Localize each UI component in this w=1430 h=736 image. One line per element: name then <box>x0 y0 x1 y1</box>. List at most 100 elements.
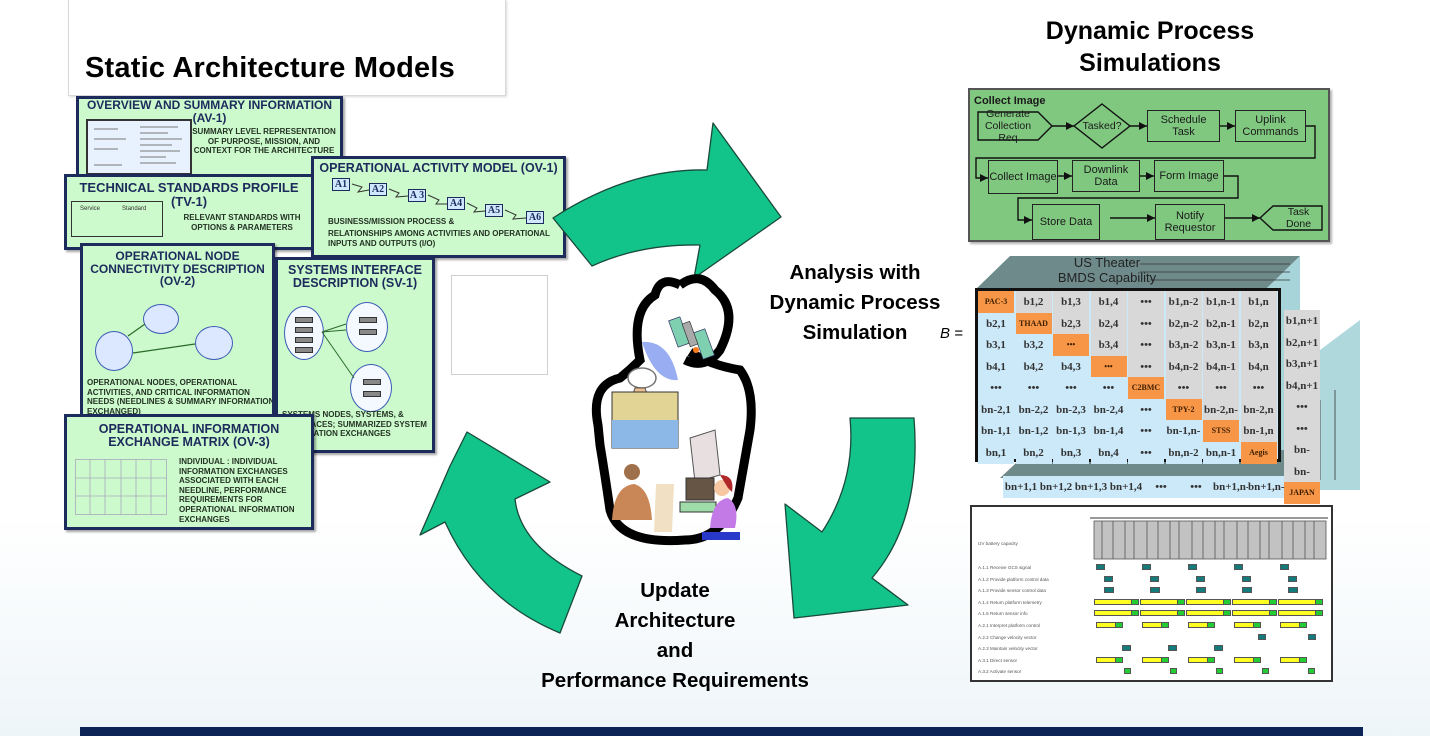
gantt-bar <box>1131 610 1139 617</box>
panel-ov3: OPERATIONAL INFORMATION EXCHANGE MATRIX … <box>64 414 314 530</box>
matrix-cell: b2,3 <box>1053 312 1089 335</box>
gantt-bar <box>1216 668 1223 675</box>
person-woman-icon <box>702 475 740 540</box>
tv1-header-standard: Standard <box>122 206 147 212</box>
ov2-node-top <box>143 304 179 334</box>
gantt-bar <box>1262 668 1269 675</box>
gantt-bar <box>1115 656 1123 663</box>
matrix-cell: b1,4 <box>1090 291 1127 313</box>
ov1-description-prefix: BUSINESS/MISSION PROCESS & <box>328 217 455 226</box>
gantt-activity-label: A.2.2 Change velocity vector <box>978 634 1037 640</box>
control-room-icon <box>611 391 679 449</box>
flowchart-title: Collect Image <box>974 95 1046 107</box>
gantt-bar <box>1188 564 1197 570</box>
gantt-activity-label: A.3.2 Activate sensor <box>978 669 1022 675</box>
matrix-cell: bn,3 <box>1053 441 1089 464</box>
gantt-activity-label: A.3.1 Direct sensor <box>978 657 1018 663</box>
ov3-matrix-grid <box>75 459 167 515</box>
ov2-node-right <box>195 326 233 360</box>
battery-capacity-chart <box>1090 517 1328 560</box>
gantt-bar <box>1104 575 1113 582</box>
matrix-bottom-cell: bn+1,n-1 <box>1248 476 1285 515</box>
arrow-top-right <box>552 122 782 279</box>
matrix-header-line-1: US Theater <box>1073 255 1141 270</box>
activity-box-a4: A4 <box>447 197 465 210</box>
gantt-bar <box>1096 656 1116 663</box>
gantt-resource-label: UV battery capacity <box>978 541 1018 546</box>
matrix-diagonal-cell: STSS <box>1203 420 1239 442</box>
sv1-description: SYSTEMS NODES, SYSTEMS, & INTERFACES; SU… <box>282 410 427 439</box>
static-architecture-title: Static Architecture Models <box>85 52 455 84</box>
gantt-bar <box>1280 622 1300 628</box>
matrix-diagonal-cell: ••• <box>1090 355 1127 378</box>
matrix-side-cell: ••• <box>1284 417 1320 440</box>
gantt-bar <box>1232 598 1270 605</box>
matrix-diagonal-cell: TPY-2 <box>1165 398 1202 421</box>
matrix-cell: bn-1,2 <box>1015 420 1052 442</box>
gantt-activity-label: A.1.1 Receive GCS signal <box>978 565 1032 570</box>
update-label-line-2: Architecture <box>614 609 736 632</box>
gantt-bar <box>1150 587 1160 594</box>
matrix-cell: ••• <box>1128 441 1164 464</box>
matrix-cell: bn-2,n <box>1240 398 1277 421</box>
gantt-bar <box>1223 610 1231 617</box>
satellite-icon <box>668 316 715 360</box>
activity-box-a3: A 3 <box>408 189 426 202</box>
matrix-cell: b2,4 <box>1090 312 1127 335</box>
gantt-bar <box>1234 564 1243 570</box>
matrix-header-line-2: BMDS Capability <box>1057 270 1157 285</box>
sv1-interfaces <box>321 323 355 379</box>
matrix-side-cell: ••• <box>1284 396 1320 418</box>
gantt-bar <box>1253 656 1261 663</box>
matrix-cell: bn-2,4 <box>1090 398 1127 421</box>
gantt-bar <box>1242 575 1251 582</box>
matrix-cell: b1,n <box>1240 291 1277 313</box>
gantt-bar <box>1288 575 1297 582</box>
tv1-header-service: Service <box>80 206 101 212</box>
matrix-cell: bn-1,4 <box>1090 420 1127 442</box>
matrix-cell: bn,n-2 <box>1165 441 1202 464</box>
gantt-bar <box>1188 622 1208 628</box>
gantt-bar <box>1122 645 1131 652</box>
activity-box-a2: A2 <box>369 183 387 196</box>
matrix-cell: bn,n-1 <box>1203 441 1239 464</box>
simulation-clipart <box>591 274 756 546</box>
gantt-bar <box>1253 622 1261 628</box>
update-label: Update Architecture and Performance Requ… <box>500 576 850 696</box>
static-title-card: Static Architecture Models <box>68 0 506 96</box>
loop-path <box>591 277 756 546</box>
gantt-bar <box>1278 598 1316 605</box>
gantt-bar <box>1150 575 1159 582</box>
gantt-bar <box>1242 587 1252 594</box>
matrix-cell: b3,4 <box>1090 334 1127 356</box>
gantt-bar <box>1104 587 1114 594</box>
matrix-cell: b4,1 <box>978 355 1014 378</box>
matrix-cell: bn-1,1 <box>978 420 1014 442</box>
update-label-line-3: and <box>656 639 694 662</box>
sv1-node-c <box>350 364 392 412</box>
gantt-activity-label: A.1.4 Return platform telemetry <box>978 599 1042 605</box>
tv1-title: TECHNICAL STANDARDS PROFILE (TV-1) <box>79 180 299 209</box>
matrix-cell: b1,n-2 <box>1165 291 1202 313</box>
matrix-cell: bn-1,n <box>1240 420 1277 442</box>
gantt-bar <box>1177 610 1185 617</box>
matrix-cell: b3,2 <box>1015 334 1052 356</box>
ov1-description: RELATIONSHIPS AMONG ACTIVITIES AND OPERA… <box>328 229 550 248</box>
gantt-bar <box>1234 622 1254 628</box>
matrix-cell: ••• <box>1053 377 1089 399</box>
gantt-bar <box>1280 656 1300 663</box>
gantt-activity-label: A.2.1 Interpret platform control <box>978 623 1041 628</box>
matrix-cell: ••• <box>1090 377 1127 399</box>
matrix-symbol: B = <box>940 325 963 342</box>
matrix-cell: b4,3 <box>1053 355 1089 378</box>
update-label-line-1: Update <box>640 579 710 602</box>
gantt-activity-label: A.1.2 Provide platform control data <box>978 576 1049 582</box>
matrix-cell: ••• <box>1165 377 1202 399</box>
activity-box-a5: A5 <box>485 204 503 217</box>
matrix-cell: b4,n <box>1240 355 1277 378</box>
gantt-bar <box>1308 668 1315 675</box>
ov2-title: OPERATIONAL NODE CONNECTIVITY DESCRIPTIO… <box>90 249 265 289</box>
arrow-left-up <box>419 431 583 634</box>
matrix-side-column: b1,n+1b2,n+1b3,n+1b4,n+1••••••bn-2,n+1bn… <box>1284 310 1320 508</box>
gantt-bar <box>1186 610 1224 617</box>
